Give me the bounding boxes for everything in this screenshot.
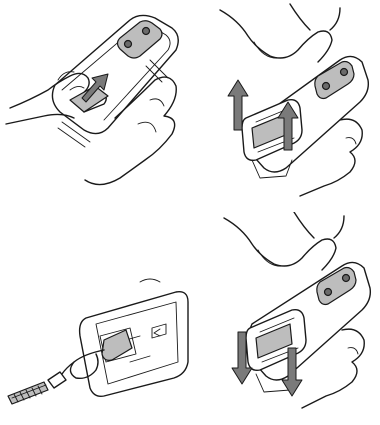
step-panel-close-cover xyxy=(190,212,380,425)
lift-cover-illustration xyxy=(190,0,380,200)
attach-strap-illustration xyxy=(0,212,190,425)
lanyard-clip xyxy=(48,372,66,388)
window-dot-left xyxy=(125,41,132,48)
hand-top xyxy=(224,218,336,270)
step-panel-attach-strap xyxy=(0,212,190,425)
step-panel-lift-cover xyxy=(190,0,380,200)
close-cover-illustration xyxy=(190,212,380,425)
hand-top xyxy=(220,10,332,62)
step-panel-slide-cover xyxy=(0,0,190,200)
slide-cover-illustration xyxy=(0,0,190,200)
window-dot-right xyxy=(143,28,150,35)
lanyard-icon xyxy=(8,382,48,404)
